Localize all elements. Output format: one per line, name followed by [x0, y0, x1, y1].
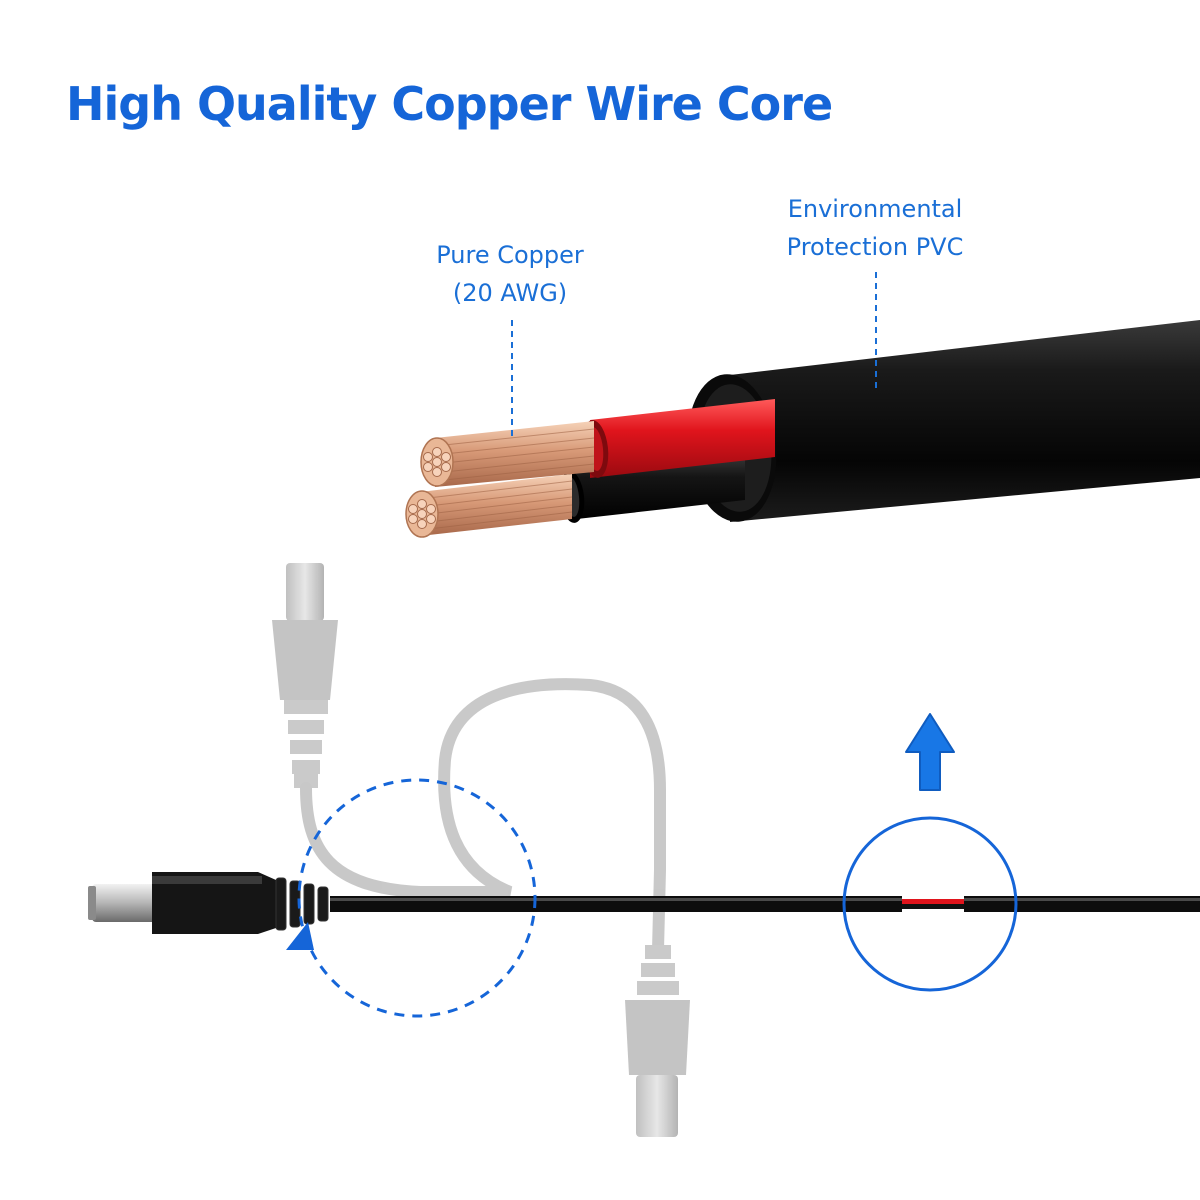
pure-copper-label-line1: Pure Copper	[436, 241, 584, 269]
pvc-label-line1: Environmental	[787, 195, 963, 223]
pvc-label-line2: Protection PVC	[786, 233, 964, 261]
up-arrow-icon	[905, 713, 955, 791]
copper-strands-lower	[420, 474, 572, 536]
flexibility-circle-icon	[286, 778, 537, 1018]
pure-copper-label: Pure Copper (20 AWG)	[400, 236, 620, 312]
dc-cable-main	[88, 872, 1200, 934]
copper-strands-upper	[435, 421, 594, 487]
dc-plug-body	[152, 872, 276, 934]
red-insulation	[590, 399, 775, 478]
pvc-label: Environmental Protection PVC	[740, 190, 1010, 266]
zoom-circle-icon	[842, 816, 1018, 992]
page-title: High Quality Copper Wire Core	[66, 77, 833, 131]
ghost-wire-loop	[300, 678, 666, 956]
ghost-cable-bent	[272, 563, 690, 1137]
cable-cross-section	[405, 320, 1200, 538]
circle-arrowhead-icon	[286, 922, 314, 950]
pvc-jacket	[730, 320, 1200, 522]
dc-plug-tip	[92, 884, 156, 922]
pure-copper-label-line2: (20 AWG)	[452, 279, 568, 307]
